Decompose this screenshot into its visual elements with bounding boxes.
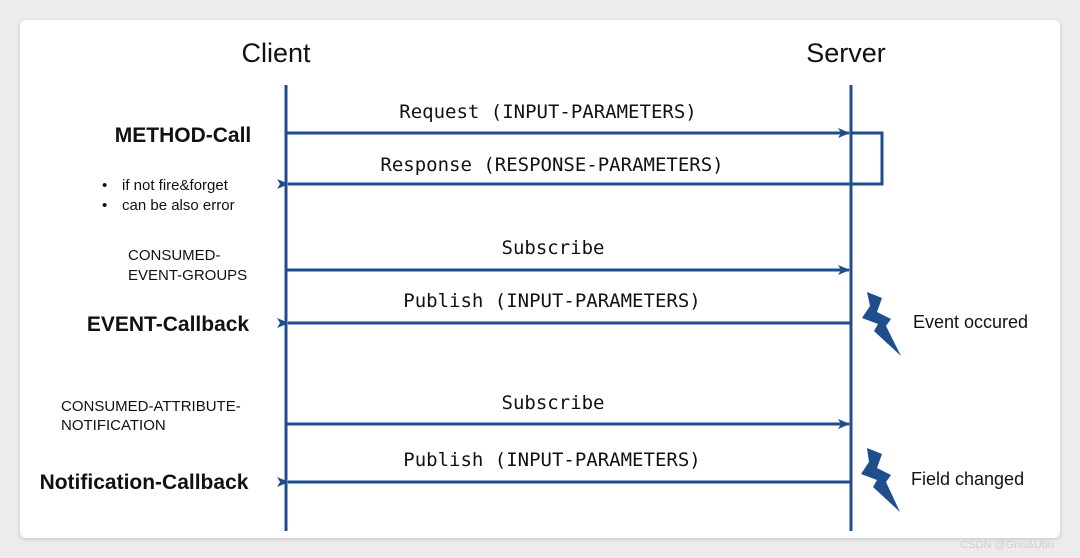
bullet-fire-forget: if not fire&forget — [122, 177, 229, 194]
server-processing-loop — [851, 131, 884, 186]
server-header: Server — [806, 38, 886, 68]
response-message-label: Response (RESPONSE-PARAMETERS) — [380, 154, 723, 176]
consumed-attribute-label-2: NOTIFICATION — [61, 417, 166, 434]
bullet-dot: • — [102, 177, 107, 194]
watermark: CSDN @Gnu&Ubu — [960, 539, 1054, 551]
lightning-icon — [862, 292, 901, 356]
method-call-label: METHOD-Call — [115, 124, 252, 147]
client-header: Client — [241, 38, 311, 68]
notification-callback-label: Notification-Callback — [40, 471, 249, 494]
event-occured-label: Event occured — [913, 312, 1028, 332]
publish-event-label: Publish (INPUT-PARAMETERS) — [403, 290, 700, 312]
consumed-event-groups-label-2: EVENT-GROUPS — [128, 267, 247, 284]
event-callback-label: EVENT-Callback — [87, 313, 250, 336]
bullet-error: can be also error — [122, 197, 235, 214]
lightning-icon — [861, 448, 900, 512]
request-message-label: Request (INPUT-PARAMETERS) — [399, 101, 696, 123]
field-changed-label: Field changed — [911, 469, 1024, 489]
subscribe-field-label: Subscribe — [502, 392, 605, 414]
diagram-card — [20, 20, 1060, 538]
bullet-dot: • — [102, 197, 107, 214]
publish-field-label: Publish (INPUT-PARAMETERS) — [403, 449, 700, 471]
consumed-attribute-label-1: CONSUMED-ATTRIBUTE- — [61, 398, 241, 415]
consumed-event-groups-label-1: CONSUMED- — [128, 247, 221, 264]
subscribe-event-label: Subscribe — [502, 237, 605, 259]
